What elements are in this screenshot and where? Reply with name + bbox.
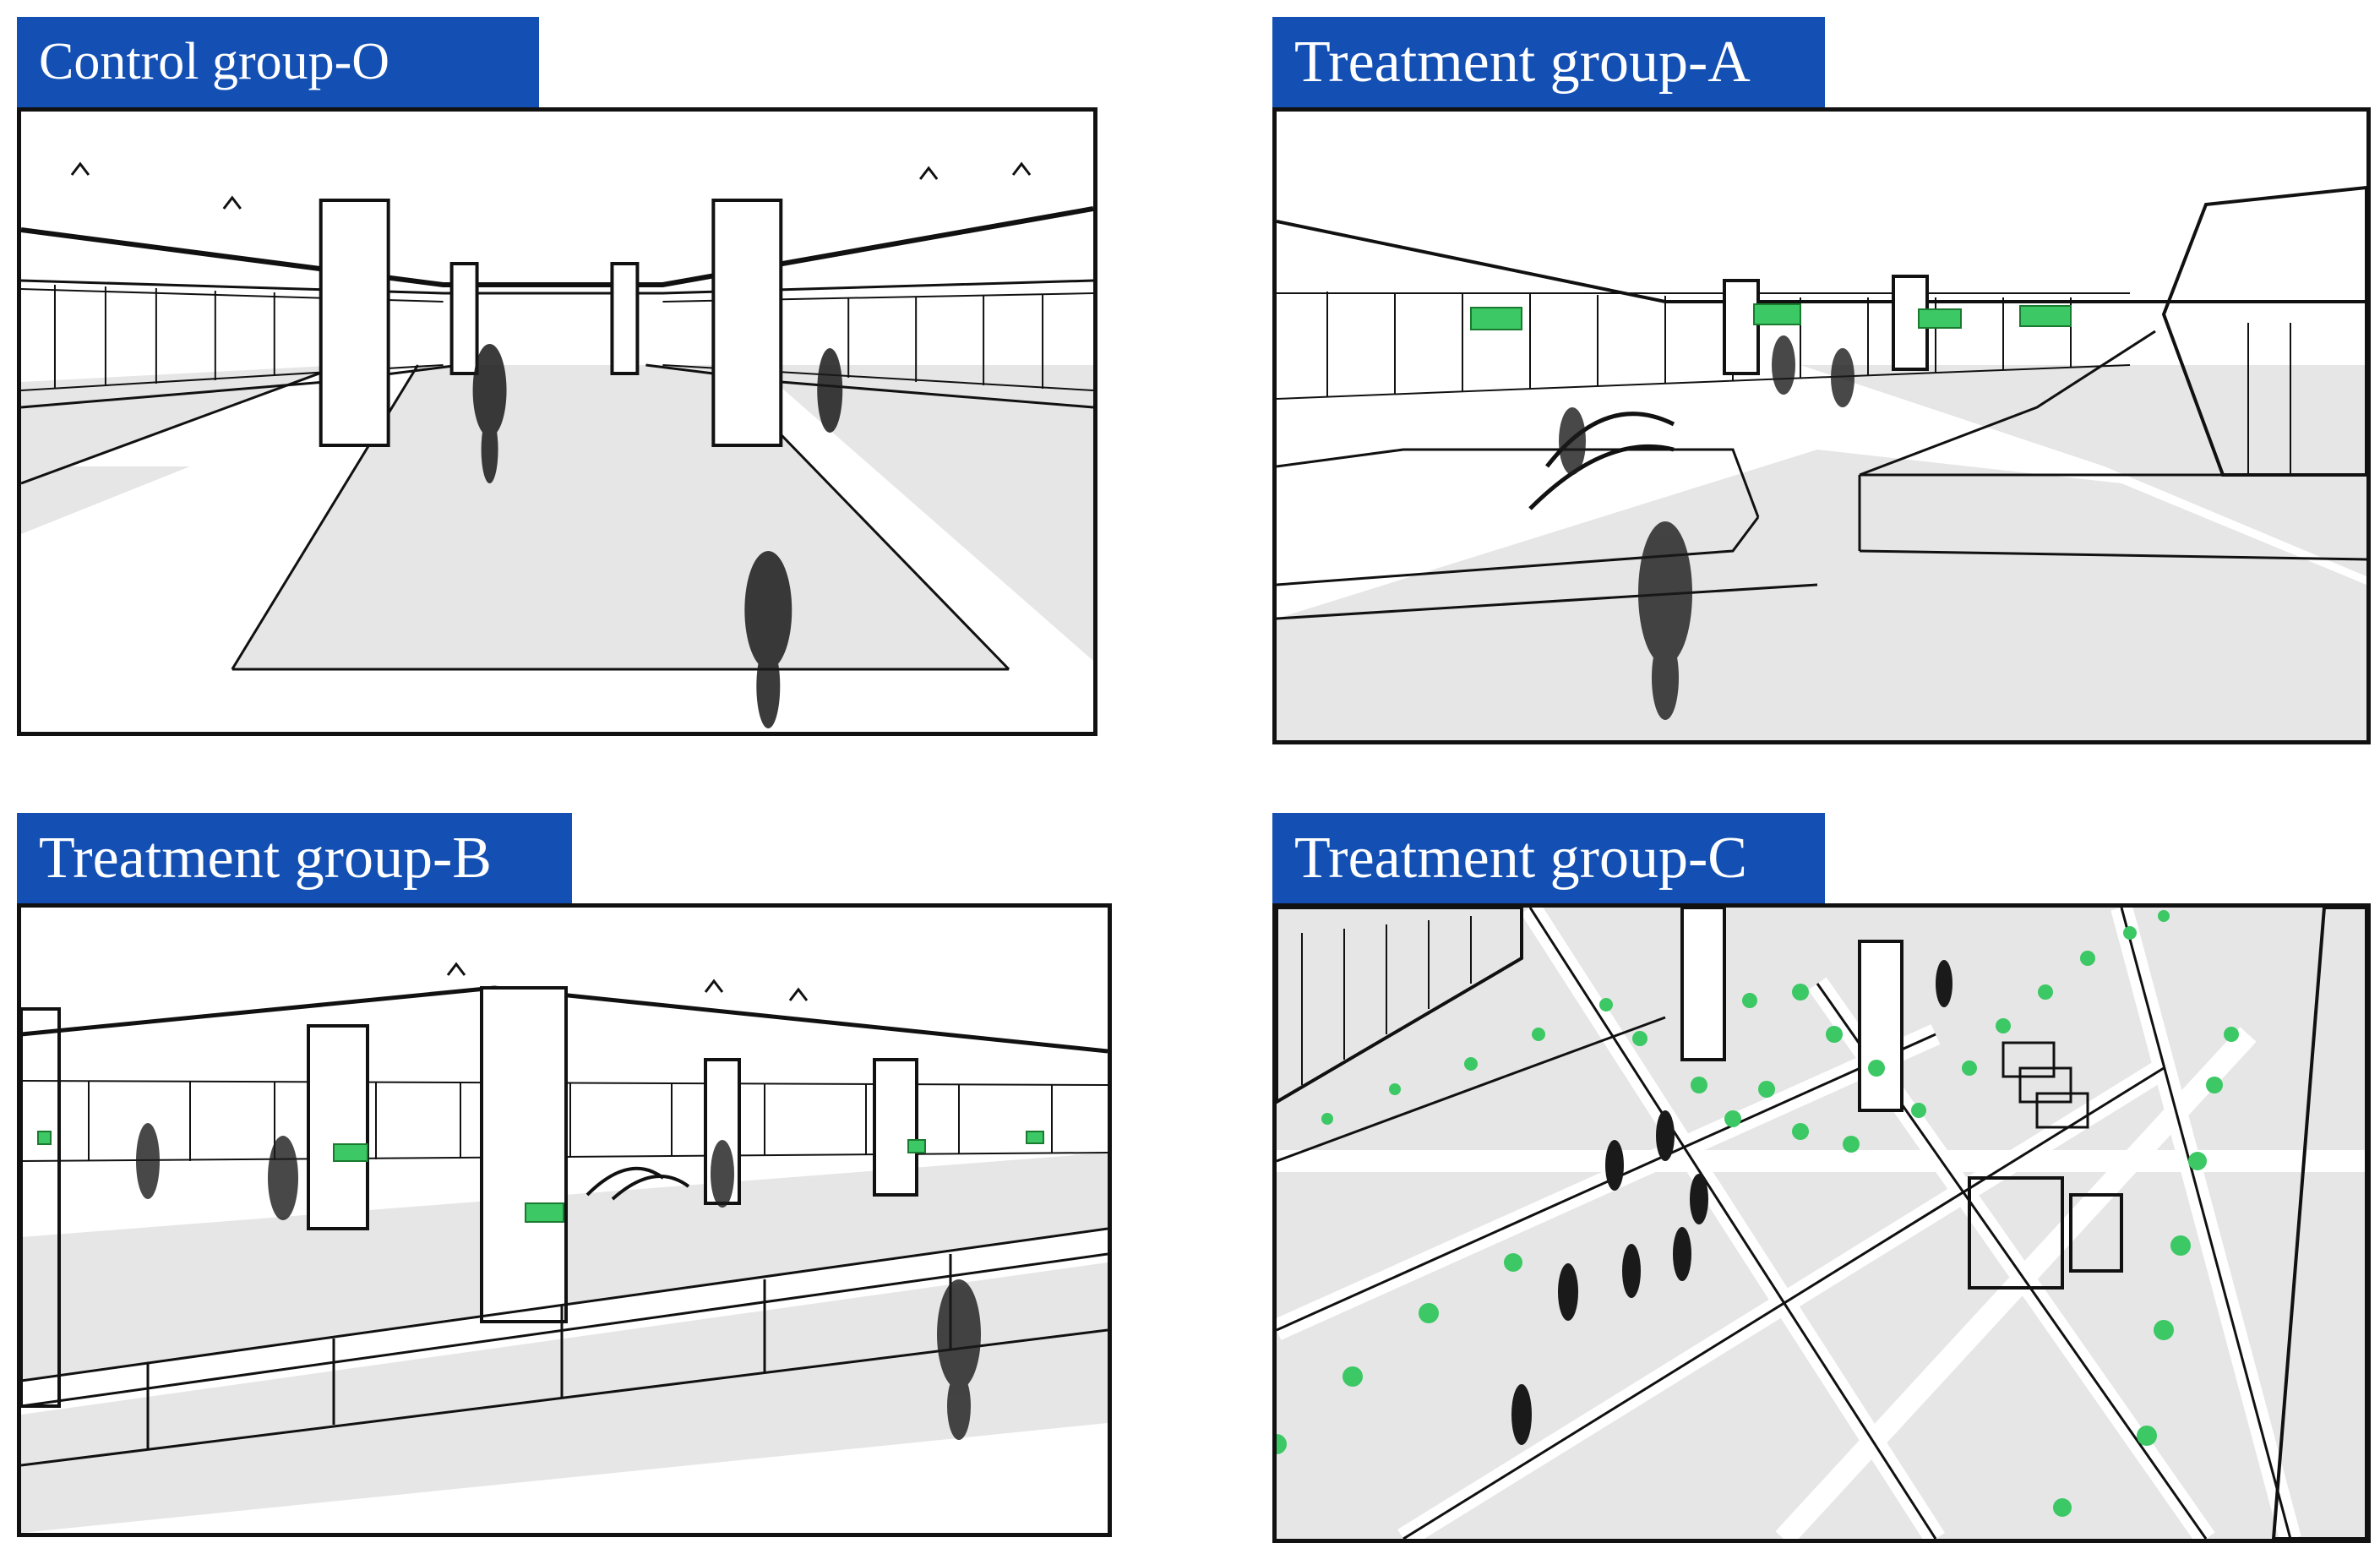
scene-illustration [1272,107,2371,744]
panel-title: Treatment group-C [1272,813,1825,903]
panel-title: Control group-O [17,17,539,107]
panel-treatment-group-c: Treatment group-C [1272,813,2371,1548]
panel-title: Treatment group-A [1272,17,1825,107]
panel-treatment-group-a: Treatment group-A [1272,17,2371,752]
scene-illustration [1272,903,2371,1543]
panel-title: Treatment group-B [17,813,572,903]
scene-illustration [17,107,1097,736]
panel-control-group-o: Control group-O [17,17,1098,744]
panel-treatment-group-b: Treatment group-B [17,813,1115,1548]
scene-illustration [17,903,1112,1537]
